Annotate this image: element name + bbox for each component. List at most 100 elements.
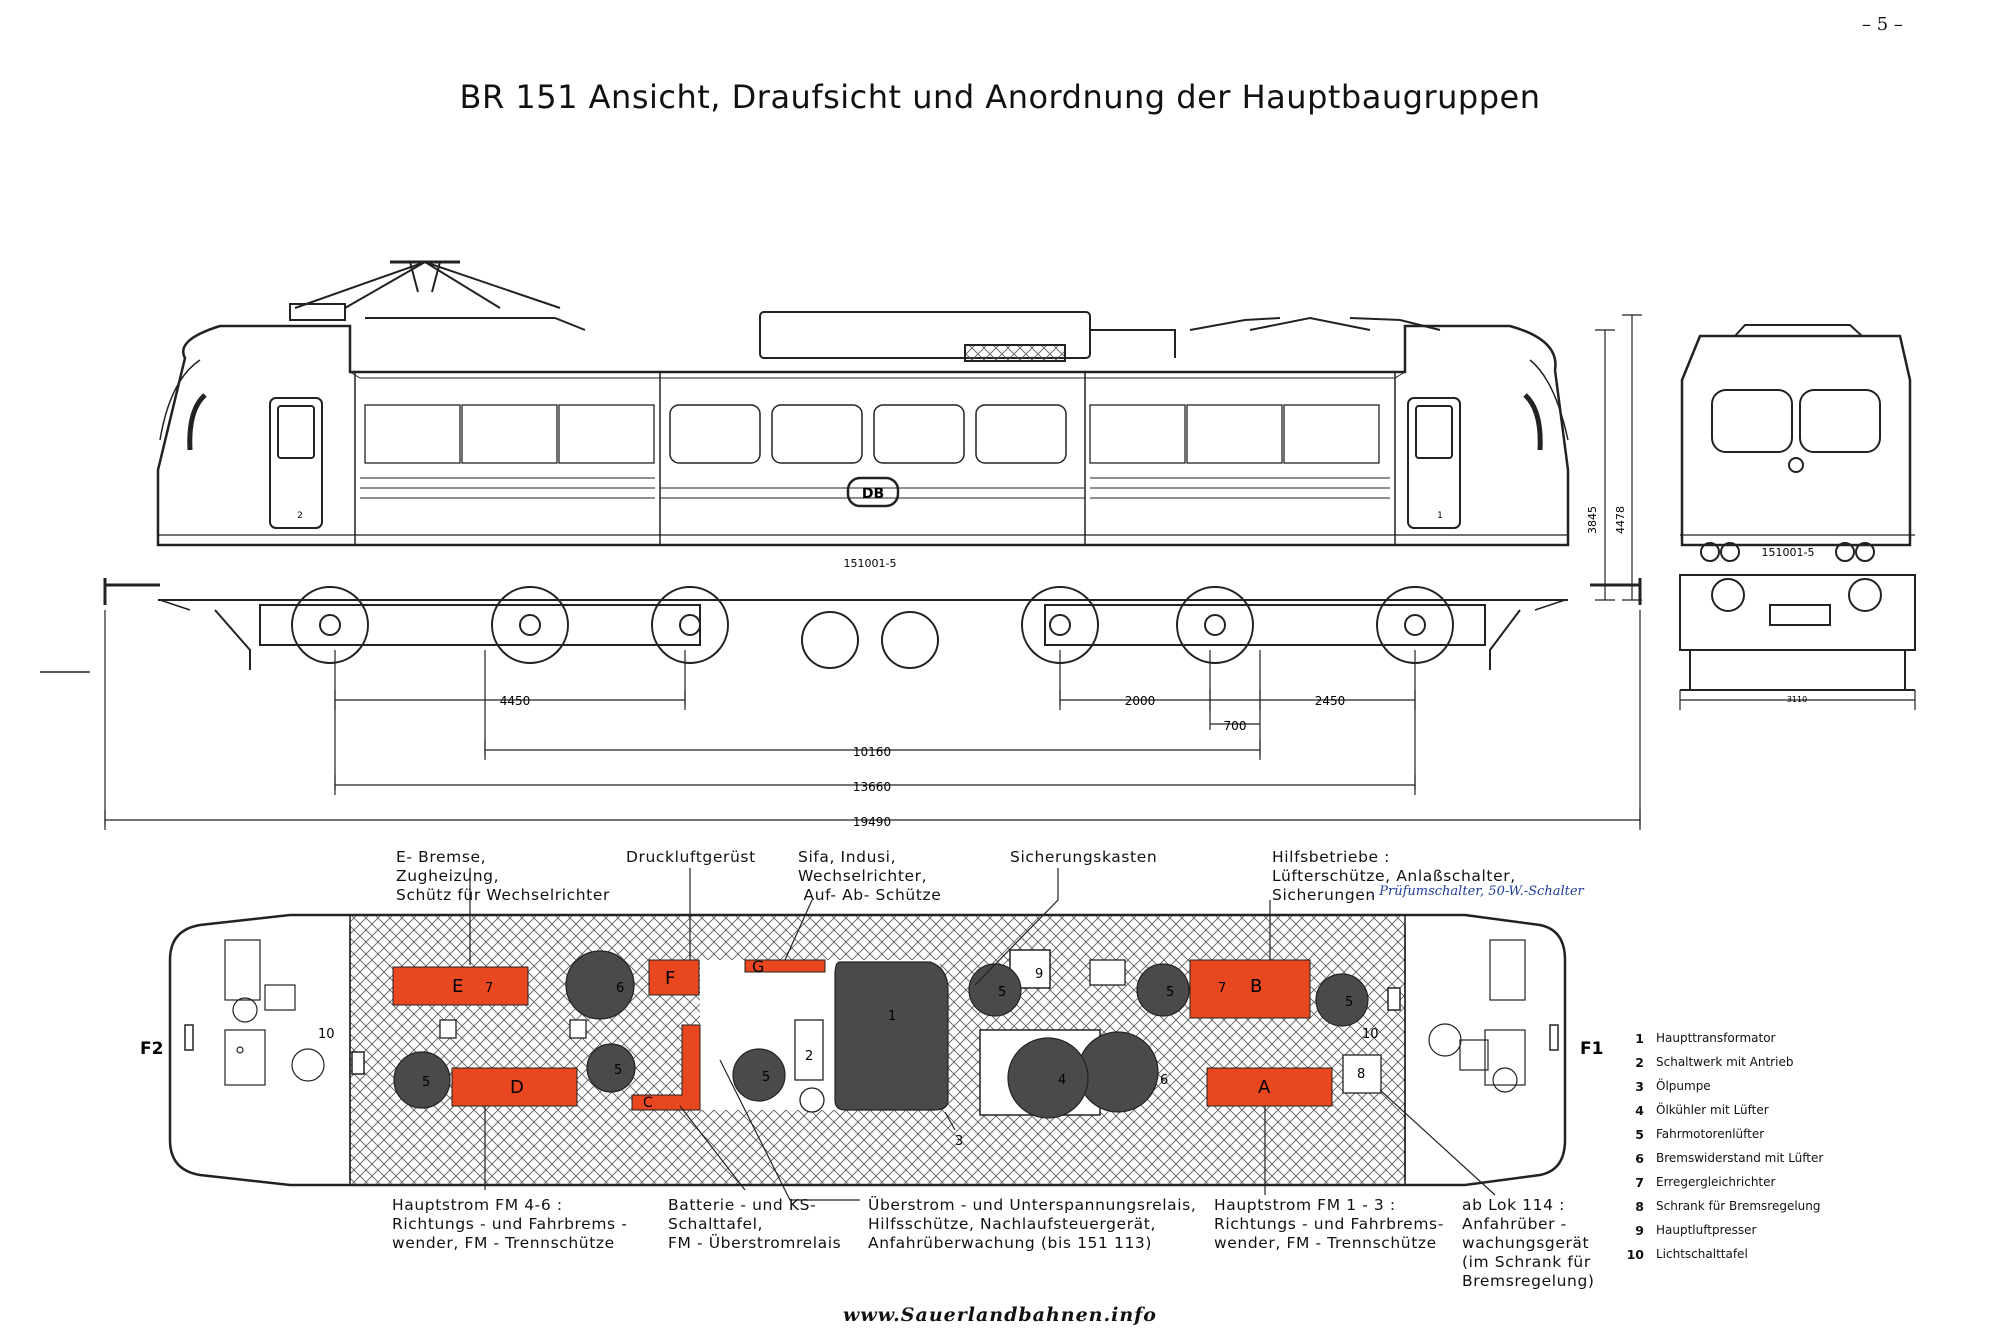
plan-view <box>168 868 1567 1201</box>
callout-group-b-handwritten: , Prüfumschalter, 50-W.-Schalter <box>1371 884 1584 899</box>
switchgear-2 <box>794 1019 824 1081</box>
num-9: 9 <box>1035 967 1043 982</box>
group-f-letter: F <box>665 968 675 989</box>
side-windows <box>669 404 1067 464</box>
end-label-f1: F1 <box>1580 1039 1603 1059</box>
fan-5a <box>393 1051 451 1109</box>
door-number-right: 1 <box>1437 511 1443 521</box>
plan-labels: F2 F1 E D F G C B A 1 2 3 4 5 5 5 5 5 5 … <box>140 957 1603 1149</box>
footer-url: www.Sauerlandbahnen.info <box>843 1304 1157 1326</box>
fan-5d <box>968 963 1022 1017</box>
group-d-block <box>451 1067 578 1107</box>
callout-cabinet-8: ab Lok 114 : Anfahrüber - wachungsgerät … <box>1462 1196 1595 1290</box>
pantograph-left <box>294 260 586 331</box>
dimension-lines <box>104 314 1916 830</box>
num-4: 4 <box>1058 1073 1066 1088</box>
roof-box-left <box>289 303 346 321</box>
group-c-block <box>631 1024 701 1111</box>
num-8: 8 <box>1357 1067 1365 1082</box>
num-5b: 5 <box>614 1063 622 1078</box>
num-10a: 10 <box>318 1027 335 1042</box>
loco-body <box>156 324 1570 547</box>
group-b-block <box>1189 959 1311 1019</box>
num-7b: 7 <box>1218 981 1226 996</box>
group-d-letter: D <box>510 1077 524 1098</box>
page-number: – 5 – <box>1862 14 1903 35</box>
callout-group-d: Hauptstrom FM 4-6 : Richtungs - und Fahr… <box>392 1196 628 1252</box>
callout-group-b: Hilfsbetriebe : Lüfterschütze, Anlaßscha… <box>1272 848 1516 904</box>
grilles-left <box>364 404 655 464</box>
callout-group-c: Batterie - und KS- Schalttafel, FM - Übe… <box>668 1196 842 1252</box>
num-2: 2 <box>805 1049 813 1064</box>
callout-fuse-box: Sicherungskasten <box>1010 848 1158 866</box>
leader-lines <box>469 868 1496 1201</box>
num-6a: 6 <box>616 981 624 996</box>
loco-number-side: 151001-5 <box>844 557 897 570</box>
side-view <box>40 260 1642 673</box>
door-number-left: 2 <box>297 511 303 521</box>
group-g-letter: G <box>752 957 764 976</box>
db-logo <box>846 476 900 508</box>
num-1: 1 <box>888 1009 896 1024</box>
cab-door-left <box>269 397 323 529</box>
front-view <box>1679 324 1916 691</box>
group-e-letter: E <box>452 976 463 997</box>
group-a-letter: A <box>1258 1077 1271 1098</box>
roof-center-hood <box>759 311 1091 359</box>
callout-group-g: Sifa, Indusi, Wechselrichter, Auf- Ab- S… <box>798 848 942 904</box>
callout-group-a: Hauptstrom FM 1 - 3 : Richtungs - und Fa… <box>1214 1196 1444 1252</box>
dim-2000: 2000 <box>1125 694 1156 708</box>
db-logo-text: DB <box>862 486 884 502</box>
group-b-letter: B <box>1250 976 1262 997</box>
cab-door-right <box>1407 397 1461 529</box>
bogie-left <box>259 586 729 664</box>
snowplows <box>214 609 1521 670</box>
callout-group-f: Druckluftgerüst <box>626 848 756 866</box>
pantograph-right <box>1189 316 1441 331</box>
dim-13660: 13660 <box>853 780 891 794</box>
machine-4 <box>1007 1037 1089 1119</box>
cab-right-equipment <box>1428 939 1526 1093</box>
callout-group-e: E- Bremse, Zugheizung, Schütz für Wechse… <box>396 848 610 904</box>
fan-5e <box>1136 963 1190 1017</box>
dim-700: 700 <box>1224 719 1247 733</box>
fan-5c <box>732 1048 786 1102</box>
dim-4450: 4450 <box>500 694 531 708</box>
num-6b: 6 <box>1160 1073 1168 1088</box>
cab-left-equipment <box>224 939 325 1086</box>
fan-5b <box>586 1043 636 1093</box>
page-title: BR 151 Ansicht, Draufsicht und Anordnung… <box>459 78 1541 116</box>
cabinet-8 <box>1342 1054 1382 1094</box>
num-5c: 5 <box>762 1070 770 1085</box>
num-3: 3 <box>955 1134 963 1149</box>
end-label-f2: F2 <box>140 1039 163 1059</box>
oil-pump-3 <box>799 1087 825 1113</box>
num-5e: 5 <box>1166 985 1174 1000</box>
center-tanks <box>801 611 939 669</box>
num-5a: 5 <box>422 1075 430 1090</box>
group-blocks <box>392 959 1333 1111</box>
roof-step <box>1090 329 1176 358</box>
loco-number-front: 151001-5 <box>1762 546 1815 559</box>
num-5f: 5 <box>1345 995 1353 1010</box>
dim-3110: 3110 <box>1787 695 1807 704</box>
num-5d: 5 <box>998 985 1006 1000</box>
compressor-9 <box>1089 959 1126 986</box>
dim-10160: 10160 <box>853 745 891 759</box>
roof-grille <box>964 344 1066 362</box>
group-c-letter: C <box>643 1095 653 1111</box>
num-10b: 10 <box>1362 1027 1379 1042</box>
group-f-block <box>648 959 700 996</box>
machine-6b <box>1077 1031 1159 1113</box>
